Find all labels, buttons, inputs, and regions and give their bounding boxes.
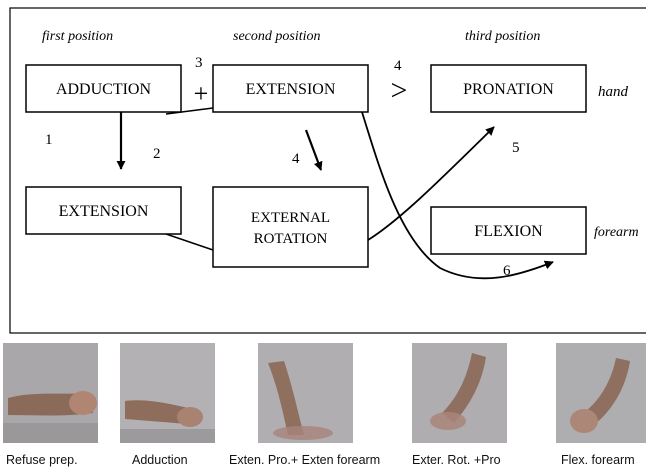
caption-extension-pronation: Exten. Pro.+ Exten forearm	[229, 453, 381, 467]
arrow-rotation-to-pronation	[367, 126, 495, 241]
arm-rotated-icon	[412, 343, 507, 443]
box-extension-bottom	[25, 186, 182, 235]
step-number-3: 3	[195, 55, 203, 71]
step-number-1: 1	[45, 132, 53, 148]
connector-adduction-to-extension-top	[165, 107, 214, 115]
box-extension-top-label: EXTENSION	[246, 81, 336, 98]
step-number-5: 5	[512, 140, 520, 156]
step-number-4-mid: 4	[292, 151, 300, 167]
header-second-position: second position	[233, 29, 321, 44]
greater-operator: >	[391, 74, 408, 107]
photo-external-rotation-pronation	[412, 343, 507, 443]
header-first-position: first position	[42, 29, 113, 44]
arm-extended-icon	[258, 343, 353, 443]
photo-adduction	[120, 343, 215, 443]
forearm-flexed-icon	[556, 343, 646, 443]
plus-operator: +	[194, 79, 209, 108]
box-adduction	[25, 64, 182, 113]
box-external-rotation	[212, 186, 369, 268]
arrow-to-external-rotation	[304, 129, 323, 171]
arm-adducted-icon	[120, 343, 215, 443]
box-extension-bottom-label: EXTENSION	[59, 203, 149, 220]
caption-external-rotation: Exter. Rot. +Pro	[412, 453, 501, 467]
box-adduction-label: ADDUCTION	[56, 81, 152, 98]
box-extension-top	[212, 64, 369, 113]
diagram-frame	[9, 7, 646, 334]
step-number-4-top: 4	[394, 58, 402, 74]
box-external-rotation-label-line1: EXTERNAL	[251, 210, 330, 226]
caption-refuse-prep: Refuse prep.	[6, 453, 78, 467]
box-flexion-label: FLEXION	[474, 223, 543, 240]
photo-flexion-forearm	[556, 343, 646, 443]
box-pronation	[430, 64, 587, 113]
caption-adduction: Adduction	[132, 453, 188, 467]
arrow-extension-to-flexion	[361, 111, 554, 280]
box-flexion	[430, 206, 587, 255]
label-forearm: forearm	[594, 225, 639, 240]
caption-flexion-forearm: Flex. forearm	[561, 453, 635, 467]
label-hand: hand	[598, 84, 629, 100]
arm-folded-icon	[3, 343, 98, 443]
box-external-rotation-label-line2: ROTATION	[254, 231, 328, 247]
step-number-2: 2	[153, 146, 161, 162]
header-third-position: third position	[465, 29, 540, 44]
step-number-6: 6	[503, 263, 511, 279]
connector-extension-to-rotation	[165, 233, 214, 251]
gesture-flow-diagram: first position second position third pos…	[9, 7, 646, 334]
photo-refuse-prep	[3, 343, 98, 443]
photo-extension-pronation	[258, 343, 353, 443]
box-pronation-label: PRONATION	[463, 81, 554, 98]
